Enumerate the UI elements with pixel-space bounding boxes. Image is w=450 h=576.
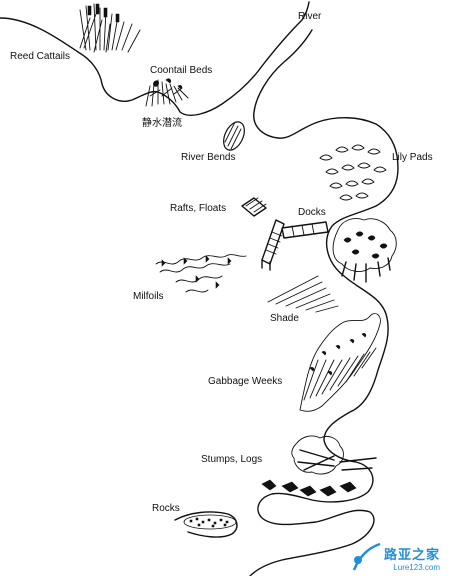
label-still-water: 静水潜流	[142, 118, 182, 129]
label-shade: Shade	[270, 313, 299, 324]
label-river: River	[298, 11, 322, 22]
label-rocks: Rocks	[152, 503, 180, 514]
label-coontail-beds: Coontail Beds	[150, 65, 213, 76]
rocks-icon	[183, 514, 237, 530]
coontail-beds-icon	[145, 78, 189, 107]
raft-icon	[241, 197, 267, 217]
label-docks: Docks	[298, 207, 326, 218]
label-cabbage-weeds: Gabbage Weeks	[208, 376, 283, 387]
milfoils-icon	[155, 254, 247, 293]
label-river-bends: River Bends	[181, 152, 236, 163]
trees-icon	[332, 218, 397, 283]
right-shoreline	[249, 29, 399, 576]
watermark-url: Lure123.com	[393, 563, 440, 572]
label-lily-pads: Lily Pads	[392, 152, 433, 163]
shade-icon	[267, 275, 339, 313]
cabbage-weeds-icon	[299, 313, 381, 412]
reed-cattails-icon	[79, 3, 141, 53]
label-reed-cattails: Reed Cattails	[10, 51, 71, 62]
dock-icon	[261, 219, 329, 271]
label-rafts-floats: Rafts, Floats	[170, 203, 227, 214]
label-stumps-logs: Stumps, Logs	[201, 454, 263, 465]
lily-pads-icon	[319, 144, 387, 201]
label-milfoils: Milfoils	[133, 291, 164, 302]
watermark-logo-icon	[352, 542, 381, 571]
lower-left-shoreline	[174, 511, 238, 538]
watermark-name: 路亚之家	[383, 547, 440, 562]
stumps-logs-icon	[261, 435, 377, 497]
left-shoreline	[0, 1, 310, 116]
river-bends-icon	[223, 121, 245, 151]
